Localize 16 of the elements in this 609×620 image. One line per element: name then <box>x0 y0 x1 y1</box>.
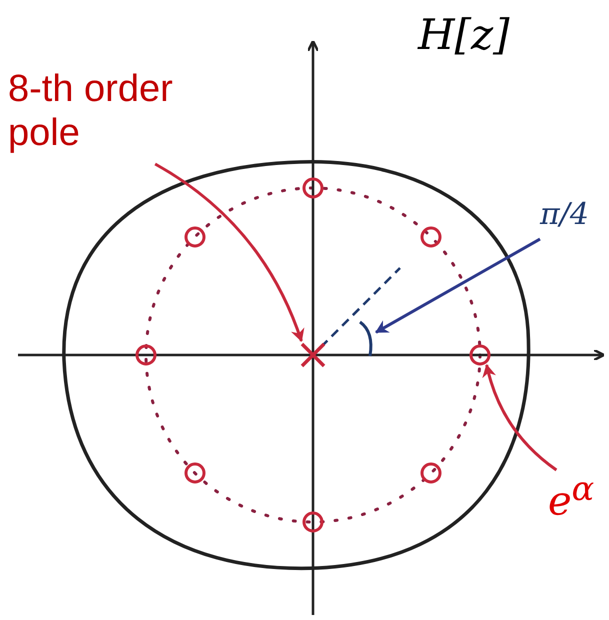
callout-text: 8-th order pole <box>8 68 223 164</box>
arrow <box>154 162 304 342</box>
zero-circle <box>182 224 207 249</box>
zero-circle <box>301 510 325 534</box>
zero-circle <box>134 343 158 367</box>
transfer-function-label: H[z] <box>418 10 510 59</box>
zero-circle <box>468 343 492 367</box>
arrow <box>482 364 558 472</box>
arrow <box>375 238 541 334</box>
zero-label: e$^{α}$ <box>548 470 606 532</box>
zero-circle <box>419 461 444 486</box>
zero-circle <box>182 461 207 486</box>
zero-circle <box>419 224 444 249</box>
angle-label: π/4 <box>540 198 600 246</box>
zero-circle <box>301 176 325 200</box>
pole-cross <box>299 341 327 369</box>
